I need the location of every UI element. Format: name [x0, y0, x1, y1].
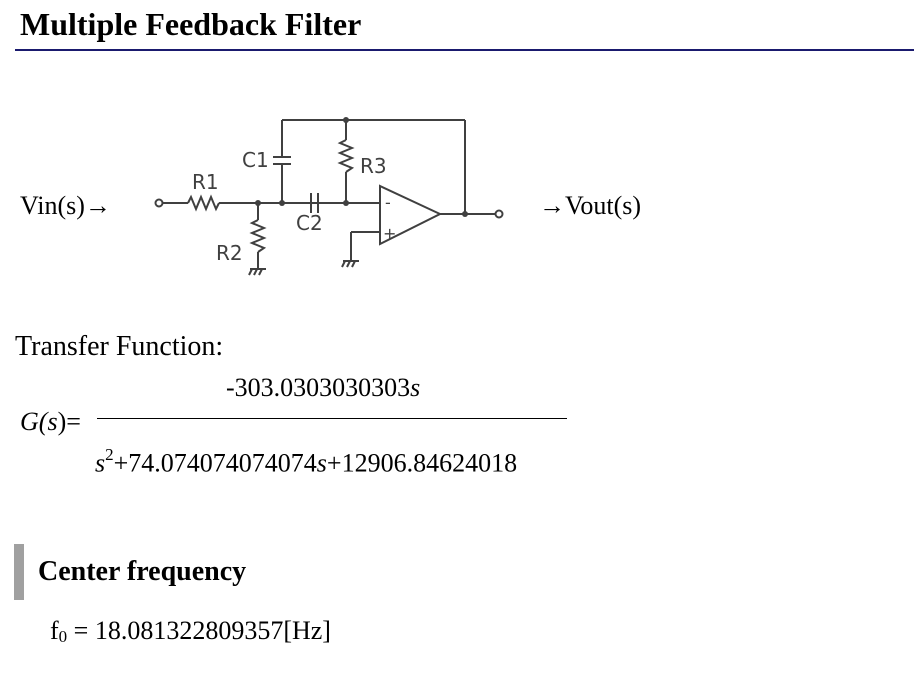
- lhs-variable: s: [47, 407, 58, 436]
- input-terminal: [154, 198, 164, 208]
- denominator-term2-variable: s: [316, 448, 327, 478]
- denominator-term3: +12906.84624018: [326, 448, 518, 478]
- junction-node: [343, 200, 349, 206]
- fraction-bar: [97, 418, 567, 419]
- r1-label: R1: [192, 170, 219, 194]
- junction-node: [343, 117, 349, 123]
- denominator-term1-variable: s: [95, 448, 106, 478]
- r2-resistor: [249, 219, 267, 253]
- lhs-function: G(: [20, 407, 48, 436]
- title-divider: [15, 49, 914, 51]
- c1-label: C1: [242, 148, 269, 172]
- output-signal-label: →Vout(s): [539, 191, 642, 220]
- circuit-diagram: R1 R2 R3 C1 C2 - +: [154, 117, 504, 276]
- transfer-function-numerator: -303.0303030303s: [226, 372, 420, 404]
- transfer-function-denominator: s2+74.074074074074s+12906.84624018: [95, 441, 517, 480]
- junction-node: [255, 200, 261, 206]
- c2-label: C2: [296, 211, 323, 235]
- opamp-minus-label: -: [385, 193, 391, 212]
- r3-label: R3: [360, 154, 387, 178]
- denominator-term1-exponent: 2: [105, 445, 114, 464]
- r2-label: R2: [216, 241, 243, 265]
- page-title: Multiple Feedback Filter: [20, 6, 362, 42]
- junction-node: [279, 200, 285, 206]
- numerator-coefficient: -303.0303030303: [226, 373, 411, 402]
- input-signal-label: Vin(s)→: [20, 191, 111, 220]
- r1-resistor: [187, 194, 220, 212]
- transfer-function-lhs: G(s)=: [20, 406, 81, 438]
- frequency-symbol: f: [50, 616, 59, 645]
- output-terminal: [494, 209, 504, 219]
- frequency-subscript: 0: [58, 627, 68, 646]
- denominator-term2-prefix: +74.074074074074: [113, 448, 317, 478]
- transfer-function-label: Transfer Function:: [15, 331, 224, 362]
- numerator-variable: s: [410, 373, 421, 402]
- r3-resistor: [337, 139, 355, 173]
- opamp-triangle: [379, 184, 443, 246]
- frequency-value: = 18.081322809357[Hz]: [67, 616, 331, 645]
- opamp-plus-label: +: [383, 224, 396, 243]
- center-frequency-heading: Center frequency: [38, 556, 247, 587]
- junction-node: [462, 211, 468, 217]
- center-frequency-result: f0 = 18.081322809357[Hz]: [50, 614, 331, 651]
- lhs-suffix: )=: [57, 407, 81, 436]
- section-marker: [14, 544, 24, 600]
